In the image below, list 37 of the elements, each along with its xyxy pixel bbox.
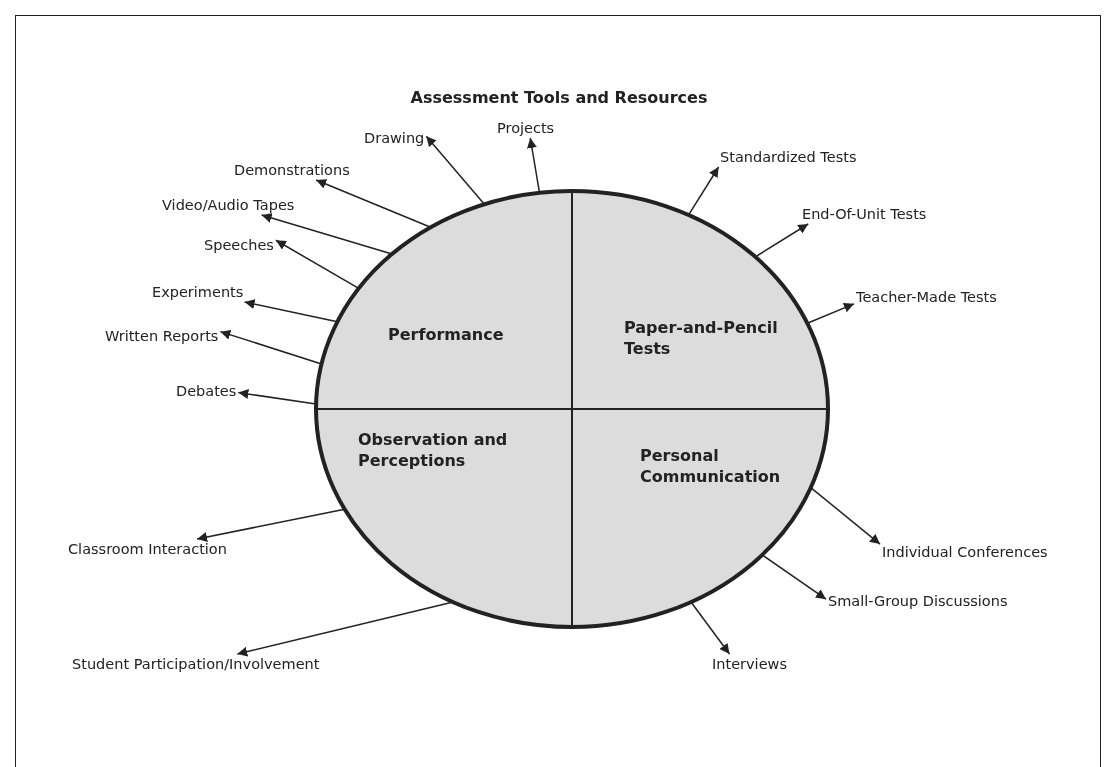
arrow (219, 329, 323, 365)
arrow (527, 137, 541, 194)
tool-label: End-Of-Unit Tests (800, 204, 929, 224)
tool-label: Demonstrations (232, 160, 352, 180)
arrow (196, 508, 346, 542)
tool-label: Student Participation/Involvement (70, 654, 322, 674)
tool-label: Projects (495, 118, 557, 138)
segment-label: Personal Communication (640, 445, 782, 487)
arrow (687, 166, 720, 216)
arrow (275, 239, 360, 290)
diagram-title: Assessment Tools and Resources (410, 88, 708, 107)
tool-label: Individual Conferences (880, 542, 1050, 562)
tool-label: Debates (174, 381, 239, 401)
segment-label: Observation and Perceptions (358, 429, 509, 471)
tool-label: Teacher-Made Tests (854, 287, 999, 307)
segment-label: Performance (388, 324, 505, 345)
tool-label: Experiments (150, 282, 246, 302)
arrow (806, 303, 855, 324)
tool-label: Speeches (202, 235, 276, 255)
arrow (260, 213, 393, 255)
tool-label: Written Reports (103, 326, 221, 346)
tool-label: Video/Audio Tapes (160, 195, 297, 215)
tool-label: Standardized Tests (718, 147, 859, 167)
ellipse-segment (316, 191, 572, 409)
ellipse-segment (316, 409, 572, 627)
arrow (237, 389, 317, 405)
arrow (810, 486, 881, 545)
arrow (690, 601, 731, 655)
tool-label: Drawing (362, 128, 427, 148)
tool-label: Small-Group Discussions (826, 591, 1010, 611)
arrow (761, 554, 827, 600)
arrow (425, 135, 486, 205)
tool-label: Classroom Interaction (66, 539, 229, 559)
segment-label: Paper-and-Pencil Tests (624, 317, 779, 359)
ellipse-segment (572, 409, 828, 627)
arrow (754, 223, 809, 258)
tool-label: Interviews (710, 654, 789, 674)
